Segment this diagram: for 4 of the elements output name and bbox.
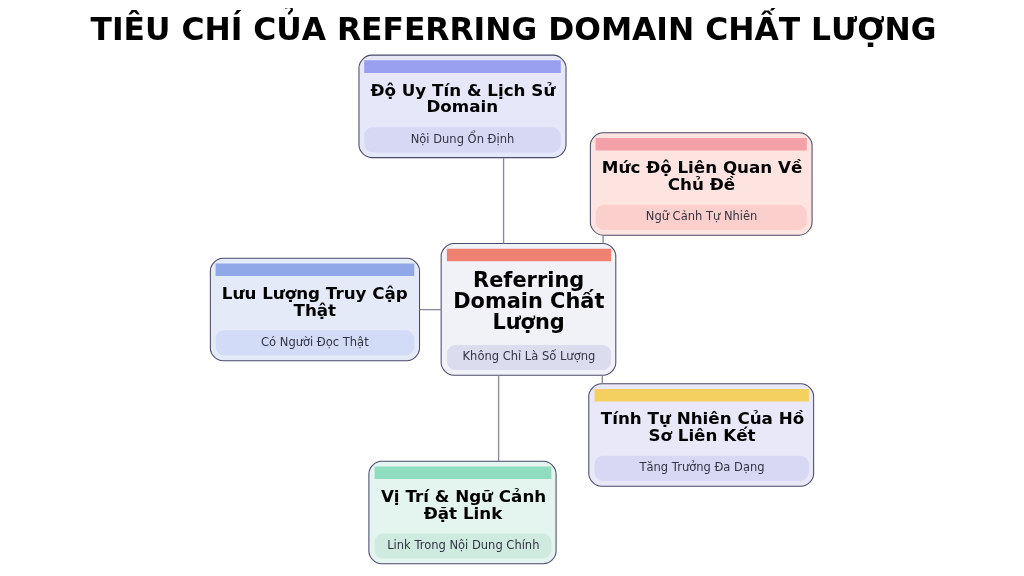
connector: [602, 234, 604, 245]
connector: [419, 308, 442, 311]
connector: [502, 157, 505, 245]
connector: [497, 374, 500, 462]
